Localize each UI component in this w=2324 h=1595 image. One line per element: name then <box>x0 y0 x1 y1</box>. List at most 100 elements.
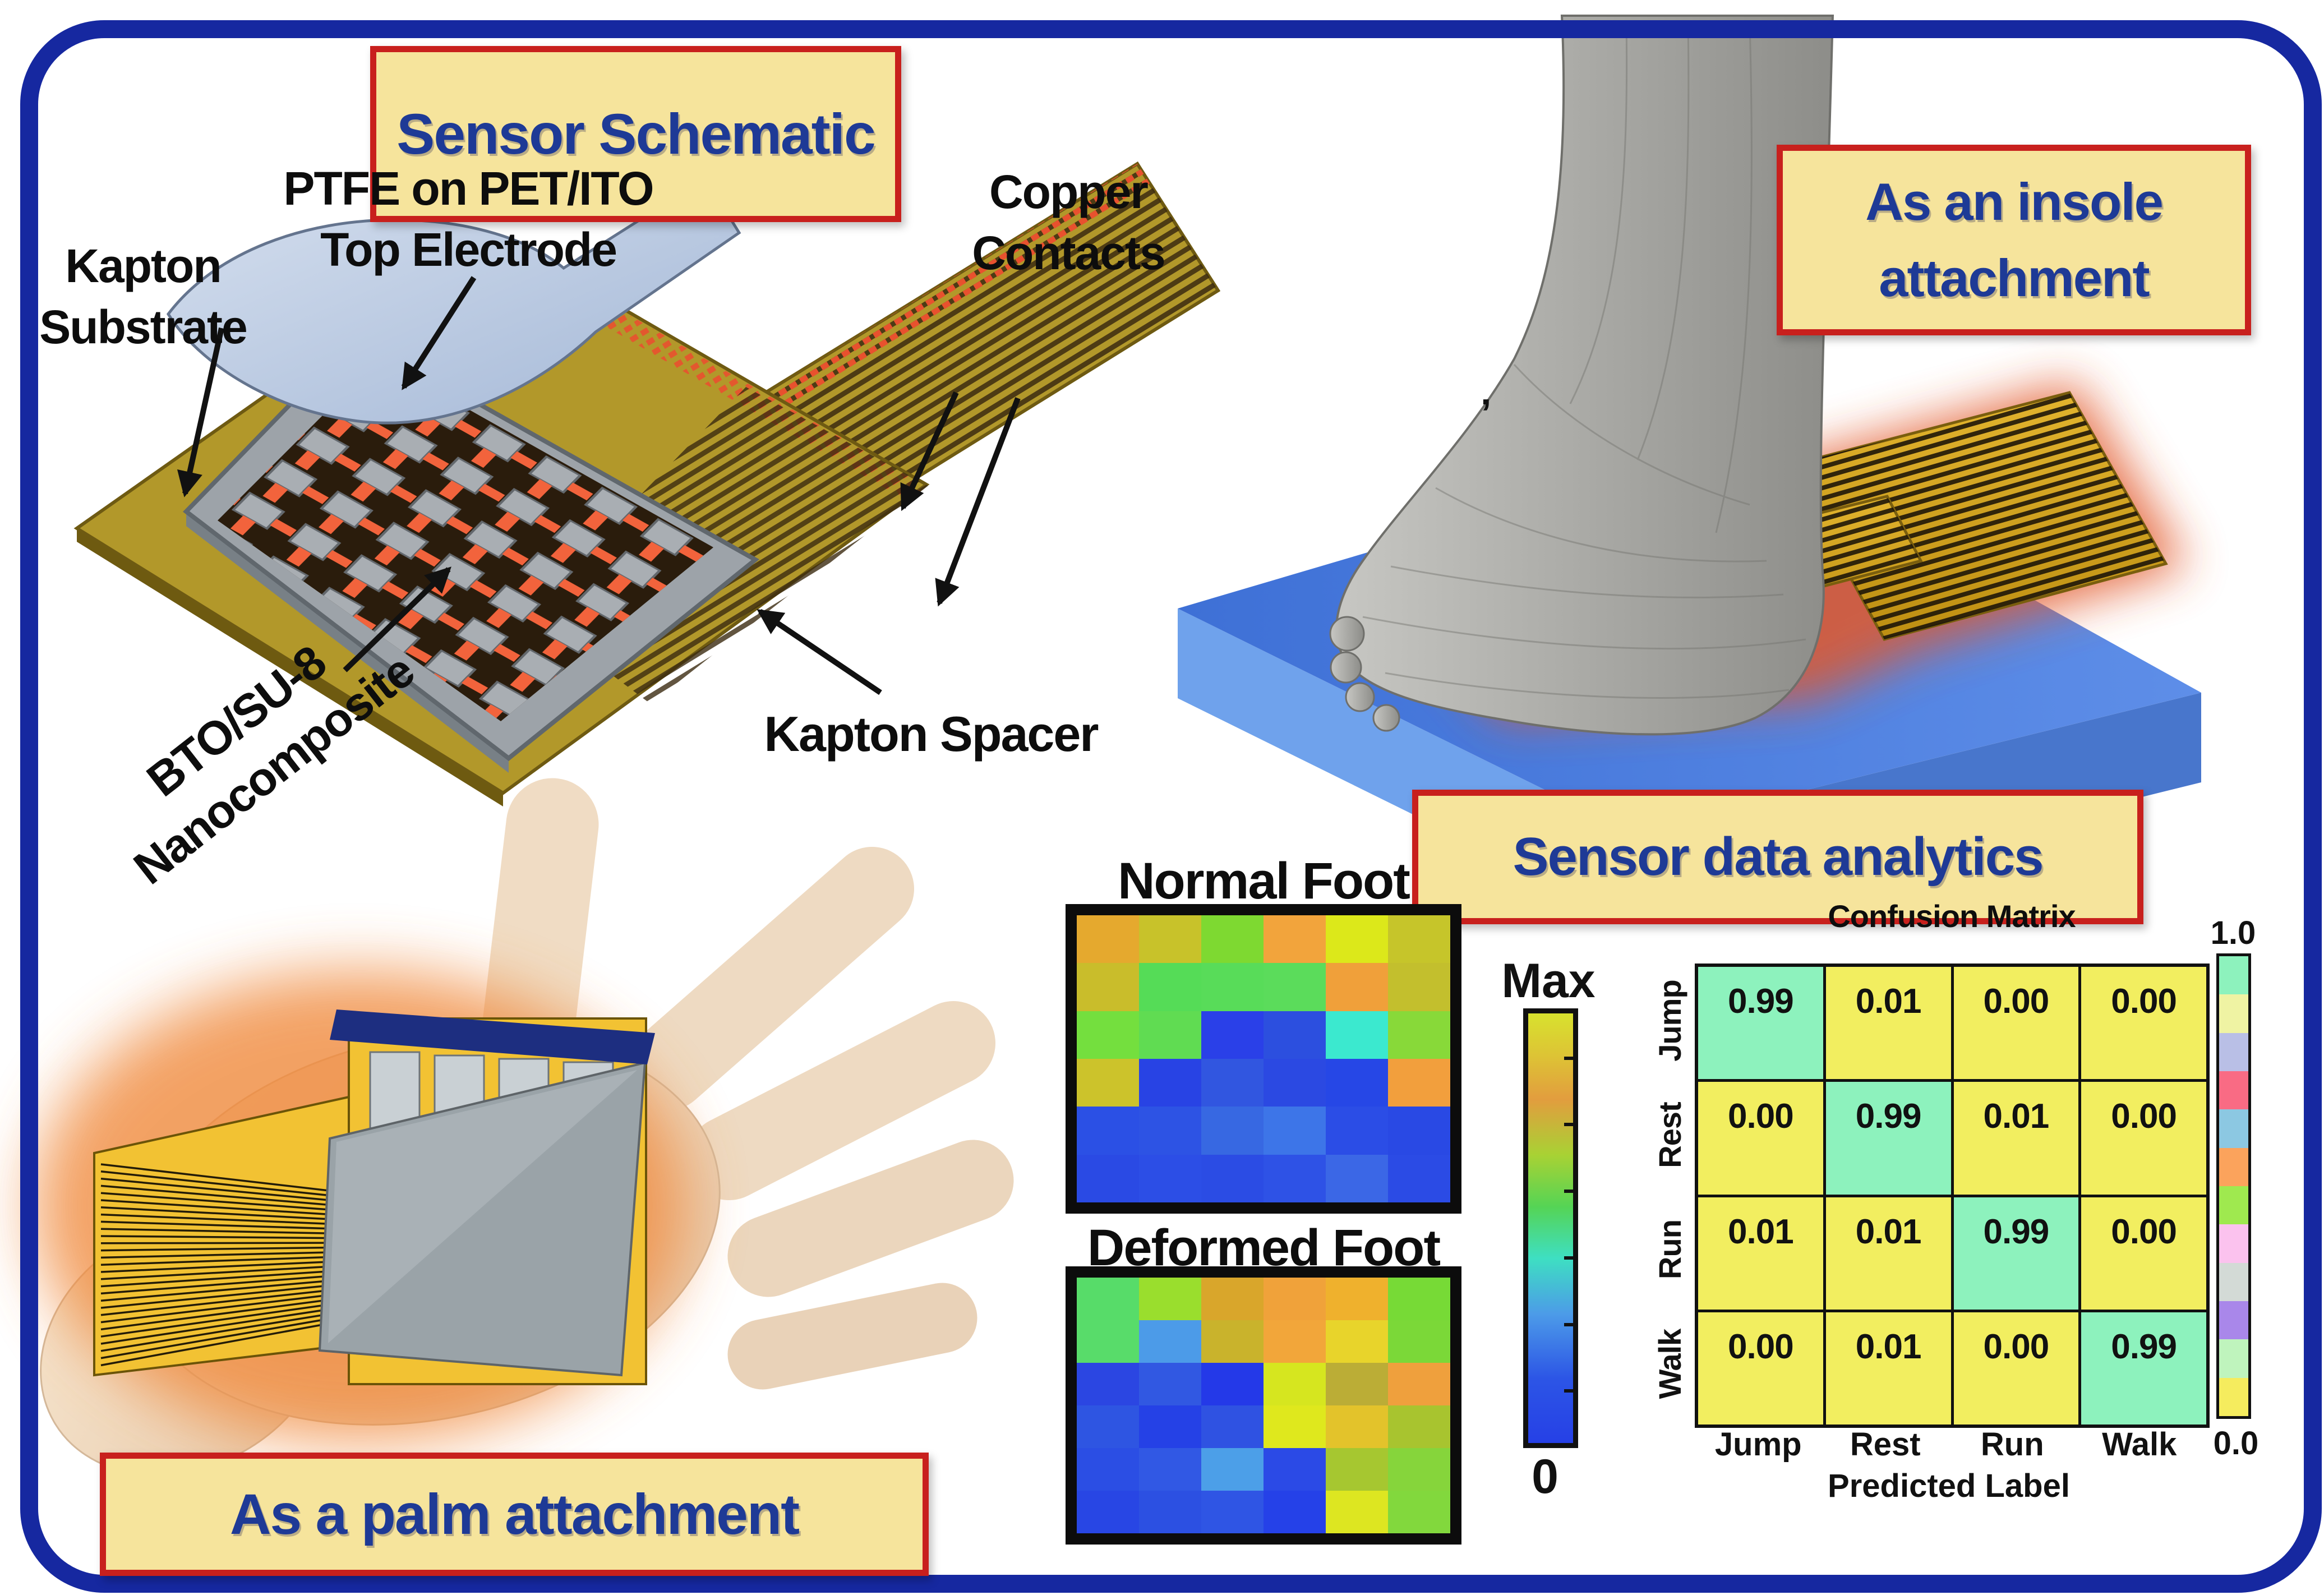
heatmap-cell <box>1139 963 1201 1011</box>
arrow-kapton-spacer <box>757 609 882 695</box>
navy-edge <box>330 1009 655 1064</box>
heatmap-cell <box>1077 1491 1139 1533</box>
colorbar-tick <box>1564 1056 1574 1060</box>
heatmap-cell <box>1139 1448 1201 1491</box>
colorbar-tick <box>1564 1322 1574 1326</box>
label-kapton-spacer: Kapton Spacer <box>764 706 1099 762</box>
heatmap-cell <box>1264 1107 1326 1155</box>
heatmap-cell <box>1077 1107 1139 1155</box>
heatmap-cell <box>1388 1363 1450 1405</box>
confusion-cell: 0.99 <box>1825 1082 1951 1195</box>
cm-cbar-min-label: 0.0 <box>2213 1425 2259 1462</box>
fan-trace-line <box>100 1199 354 1217</box>
confusion-cell: 0.99 <box>1953 1197 2079 1310</box>
heatmap-cell <box>1326 1278 1388 1320</box>
heatmap-cell <box>1264 915 1326 964</box>
confusion-cell: 0.00 <box>1953 1312 2079 1425</box>
fan-trace-line <box>100 1287 354 1316</box>
heatmap-cell <box>1326 963 1388 1011</box>
deformed-foot-heatmap <box>1066 1266 1461 1545</box>
fan-trace-line <box>100 1273 354 1295</box>
insole-title-line2: attachment <box>1879 248 2150 307</box>
confusion-col-labels: Jump Rest Run Walk <box>1695 1426 2203 1463</box>
confusion-xlabel: Predicted Label <box>1828 1468 2070 1504</box>
heatmap-cell <box>1139 1363 1201 1405</box>
heatmap-cell <box>1201 1059 1264 1107</box>
colorbar-segment <box>2219 1224 2248 1263</box>
normal-foot-heatmap <box>1066 904 1461 1214</box>
heatmap-cell <box>1388 1107 1450 1155</box>
cm-col-label-rest: Rest <box>1850 1426 1921 1463</box>
heatmap-cell <box>1201 963 1264 1011</box>
fan-trace-line <box>100 1269 354 1288</box>
fan-trace-line <box>100 1296 354 1331</box>
heatmap-cell <box>1201 915 1264 964</box>
cm-row-label-run: Run <box>1652 1220 1687 1279</box>
heatmap-cell <box>1264 1363 1326 1405</box>
fan-trace-line <box>100 1260 354 1273</box>
fan-trace-line <box>100 1264 354 1280</box>
heatmap-cell <box>1139 915 1201 964</box>
confusion-cell: 0.01 <box>1825 1197 1951 1310</box>
heatmap-cell <box>1388 1011 1450 1059</box>
colorbar-tick <box>1564 1123 1574 1127</box>
fan-trace-line <box>100 1282 354 1309</box>
thumb <box>481 778 599 1084</box>
heatmap-cell <box>1388 1059 1450 1107</box>
cm-row-label-jump: Jump <box>1652 980 1687 1062</box>
arrow-kapton-substrate <box>177 327 224 497</box>
fan-trace-line <box>100 1278 354 1302</box>
label-line: Top Electrode <box>320 223 617 276</box>
fan-trace-line <box>100 1163 354 1195</box>
colorbar-segment <box>2219 1262 2248 1301</box>
insole-title-line1: As an insole <box>1865 172 2164 231</box>
heatmap-cell <box>1388 1320 1450 1363</box>
palm-sensor <box>93 1009 655 1385</box>
confusion-cell: 0.00 <box>1698 1082 1823 1195</box>
analytics-title: Sensor data analytics <box>1513 827 2044 887</box>
ptfe-top-electrode-sheet <box>166 176 741 425</box>
heatmap-cell <box>1139 1405 1201 1448</box>
label-line: Kapton <box>65 239 222 292</box>
pinky-finger <box>727 1283 977 1390</box>
ring-finger <box>727 1140 1014 1297</box>
colorbar-segment <box>2219 1147 2248 1186</box>
heatmap-cell <box>1201 1278 1264 1320</box>
confusion-cell: 0.00 <box>1698 1312 1823 1425</box>
fan-trace-line <box>100 1177 354 1204</box>
heatmap-cell <box>1326 1011 1388 1059</box>
annotation-arrows <box>177 276 1021 695</box>
heatmap-cell <box>1326 1154 1388 1202</box>
heatmap-cell <box>1264 1011 1326 1059</box>
fan-trace-line <box>100 1213 354 1226</box>
colorbar-segment <box>2219 1301 2248 1340</box>
label-line: PTFE on PET/ITO <box>283 162 654 215</box>
sensor-schematic-illustration <box>73 161 1221 806</box>
heatmap-cell <box>1201 1405 1264 1448</box>
heatmap-cell <box>1077 1278 1139 1320</box>
fan-trace-line <box>100 1192 354 1213</box>
heatmap-cell <box>1201 1320 1264 1363</box>
arrow-bto-nanocomposite <box>343 566 451 672</box>
heatmap-cell <box>1264 1320 1326 1363</box>
heatmap-cell <box>1264 1405 1326 1448</box>
heatmap-cell <box>1201 1011 1264 1059</box>
fan-trace-line <box>100 1309 354 1352</box>
confusion-cell: 0.00 <box>1953 967 2079 1080</box>
heatmap-cell <box>1326 1320 1388 1363</box>
fan-trace-line <box>100 1246 354 1252</box>
confusion-cell: 0.99 <box>1698 967 1823 1080</box>
panel-title-palm: As a palm attachment <box>100 1453 929 1576</box>
stray-mark: ’ <box>1481 391 1491 435</box>
confusion-colorbar <box>2216 953 2251 1419</box>
heatmap-cell <box>1326 1363 1388 1405</box>
confusion-cell: 0.00 <box>2081 1082 2206 1195</box>
label-ptfe-electrode: PTFE on PET/ITO Top Electrode <box>283 158 654 280</box>
confusion-cell: 0.01 <box>1953 1082 2079 1195</box>
cm-row-label-rest: Rest <box>1652 1102 1687 1168</box>
heatmap-cell <box>1264 1059 1326 1107</box>
heatmap-cell <box>1201 1491 1264 1533</box>
heatmap-cell <box>1077 1154 1139 1202</box>
